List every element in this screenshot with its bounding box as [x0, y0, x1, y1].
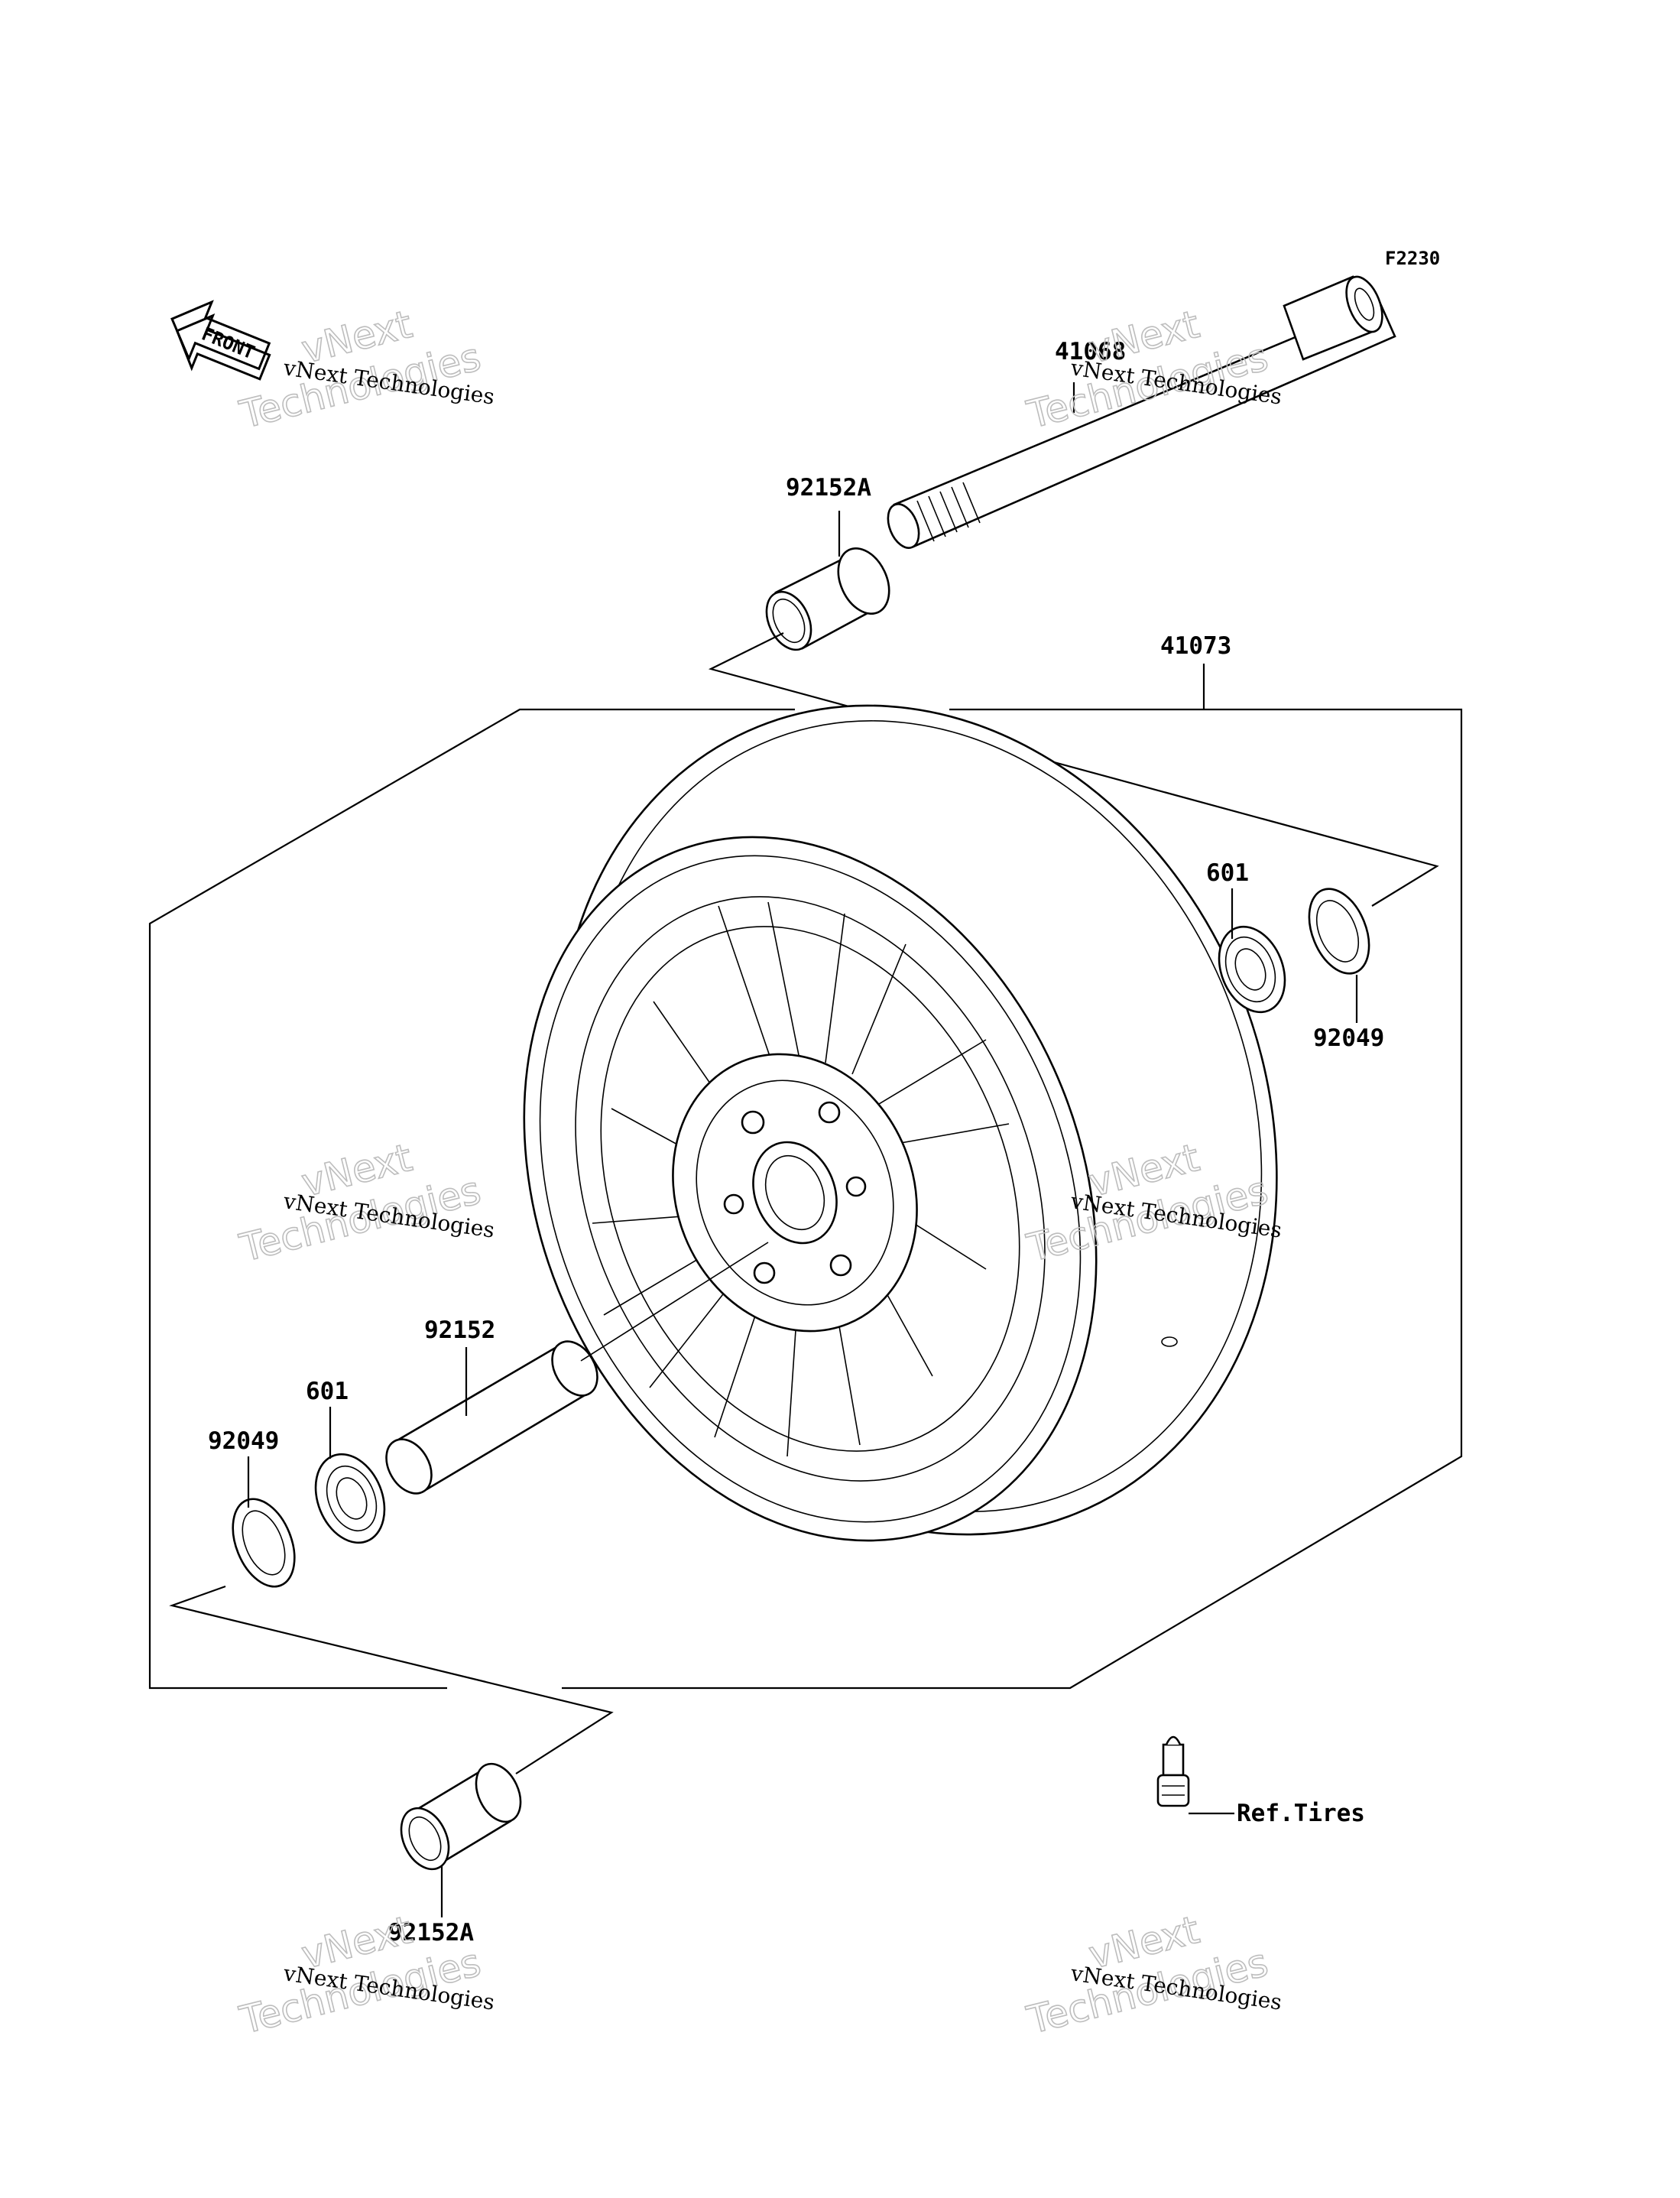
- bearing-right-label: 601: [1206, 859, 1249, 887]
- valve-ref-label: Ref.Tires: [1237, 1800, 1365, 1827]
- watermark-6: vNext Technologies vNext Technologies: [1022, 1907, 1283, 2043]
- diagram-code: F2230: [1385, 248, 1440, 269]
- seal-right-part: [1308, 888, 1370, 975]
- watermark-3: vNext Technologies vNext Technologies: [235, 1135, 496, 1271]
- collar-center-label: 92152: [424, 1317, 495, 1344]
- watermark-1: vNext Technologies vNext Technologies: [235, 301, 496, 437]
- seal-left-part: [232, 1498, 296, 1588]
- valve-icon: [1156, 1735, 1190, 1807]
- axle-part: [887, 275, 1396, 549]
- collar-bottom-label: 92152A: [388, 1919, 474, 1946]
- bearing-right-part: [1218, 925, 1286, 1014]
- collar-center-part: [385, 1242, 769, 1495]
- collar-bottom-part: [400, 1762, 522, 1871]
- seal-right-label: 92049: [1313, 1024, 1384, 1052]
- collar-top-part: [765, 547, 890, 651]
- seal-left-label: 92049: [208, 1427, 279, 1455]
- wheel-part: [523, 704, 1278, 1542]
- assembly-outline: [148, 632, 1463, 1774]
- bearing-left-part: [314, 1453, 386, 1544]
- front-arrow-icon: FRONT: [170, 300, 271, 381]
- assembly-label: 41073: [1160, 632, 1231, 660]
- axle-label: 41068: [1055, 338, 1126, 365]
- collar-top-label: 92152A: [786, 474, 871, 502]
- bearing-left-label: 601: [306, 1378, 349, 1405]
